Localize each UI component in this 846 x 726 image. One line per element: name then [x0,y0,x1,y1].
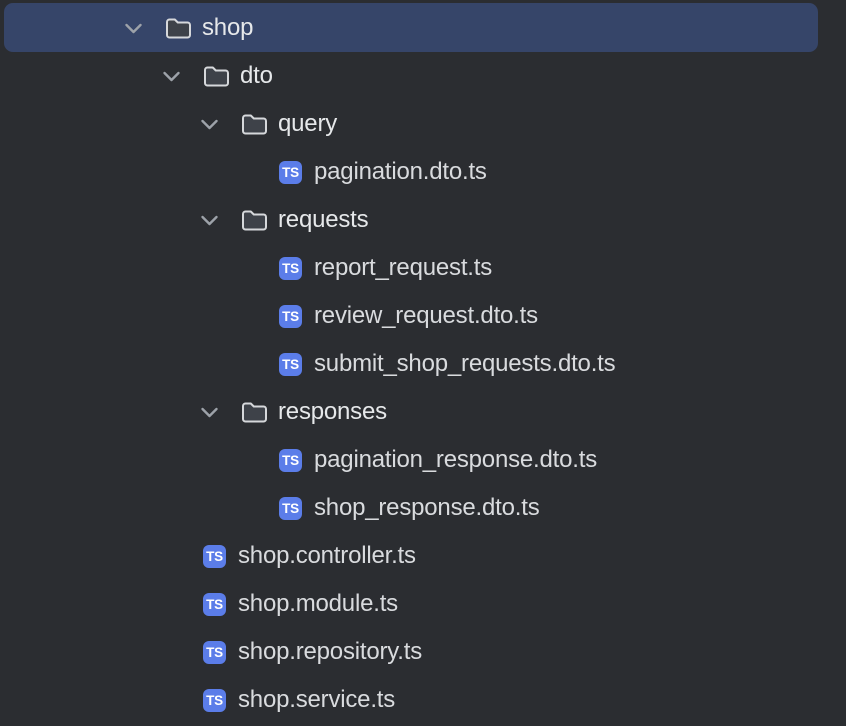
typescript-file-icon: TS [203,592,226,616]
typescript-file-icon: TS [203,640,226,664]
folder-icon [165,17,192,40]
tree-item-label: shop.controller.ts [238,542,416,569]
tree-item-label: pagination.dto.ts [314,158,487,185]
tree-row-shop.controller.ts[interactable]: TS shop.controller.ts [0,532,846,580]
typescript-file-icon: TS [279,352,302,376]
tree-item-label: requests [278,206,369,233]
tree-item-label: shop_response.dto.ts [314,494,540,521]
chevron-down-icon[interactable] [200,406,219,419]
folder-icon [203,65,230,88]
tree-item-label: submit_shop_requests.dto.ts [314,350,616,377]
tree-row-requests[interactable]: requests [0,196,846,244]
tree-row-pagination.dto.ts[interactable]: TS pagination.dto.ts [0,148,846,196]
typescript-file-icon: TS [279,160,302,184]
chevron-down-icon[interactable] [200,214,219,227]
folder-icon [241,401,268,424]
tree-item-label: shop.repository.ts [238,638,423,665]
typescript-file-icon: TS [279,496,302,520]
tree-row-shop.module.ts[interactable]: TS shop.module.ts [0,580,846,628]
tree-row-report-request.ts[interactable]: TS report_request.ts [0,244,846,292]
typescript-file-icon: TS [203,544,226,568]
chevron-down-icon[interactable] [124,22,143,35]
tree-row-pagination-response.dto.ts[interactable]: TS pagination_response.dto.ts [0,436,846,484]
chevron-down-icon[interactable] [162,70,181,83]
folder-icon [241,209,268,232]
tree-row-shop[interactable]: shop [0,3,846,52]
tree-item-label: shop.service.ts [238,686,396,713]
typescript-file-icon: TS [279,448,302,472]
selection-highlight [4,3,818,52]
tree-item-label: responses [278,398,387,425]
typescript-file-icon: TS [203,688,226,712]
tree-row-submit-shop-requests.dto.ts[interactable]: TS submit_shop_requests.dto.ts [0,340,846,388]
tree-row-shop.service.ts[interactable]: TS shop.service.ts [0,676,846,724]
tree-item-label: shop [202,14,254,41]
tree-row-review-request.dto.ts[interactable]: TS review_request.dto.ts [0,292,846,340]
tree-item-label: report_request.ts [314,254,493,281]
typescript-file-icon: TS [279,304,302,328]
tree-row-query[interactable]: query [0,100,846,148]
typescript-file-icon: TS [279,256,302,280]
tree-row-shop-response.dto.ts[interactable]: TS shop_response.dto.ts [0,484,846,532]
tree-item-label: review_request.dto.ts [314,302,538,329]
tree-row-dto[interactable]: dto [0,52,846,100]
chevron-down-icon[interactable] [200,118,219,131]
tree-item-label: query [278,110,338,137]
folder-icon [241,113,268,136]
tree-item-label: dto [240,62,273,89]
tree-item-label: shop.module.ts [238,590,398,617]
tree-row-shop.repository.ts[interactable]: TS shop.repository.ts [0,628,846,676]
tree-row-responses[interactable]: responses [0,388,846,436]
tree-item-label: pagination_response.dto.ts [314,446,598,473]
